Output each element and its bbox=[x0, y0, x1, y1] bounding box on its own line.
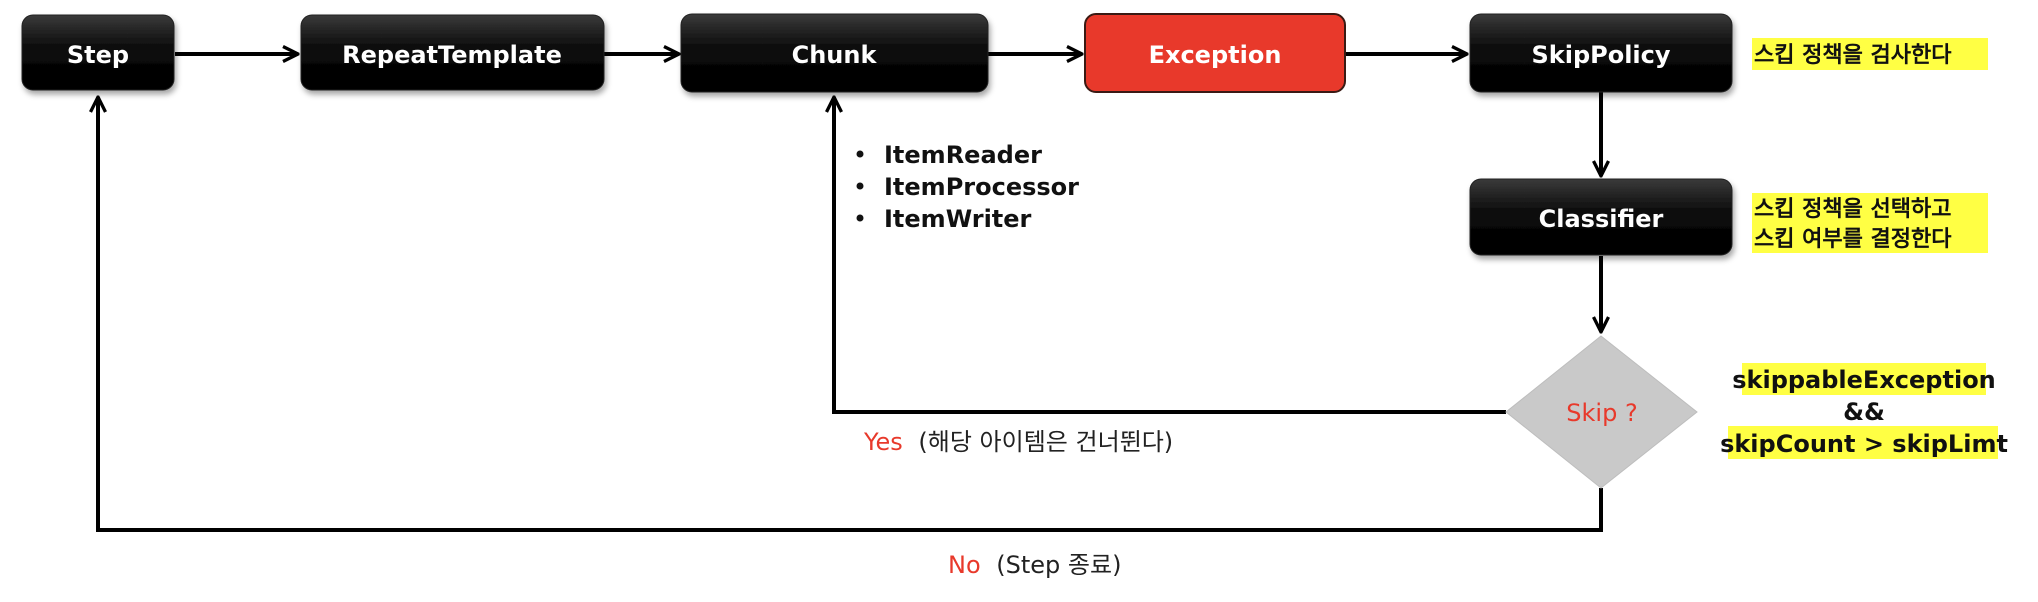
chunk-label: Chunk bbox=[792, 41, 878, 69]
arrow-yes-to-chunk bbox=[834, 97, 1506, 414]
condition-line3: skipCount > skipLimt bbox=[1720, 430, 2008, 458]
bullet bbox=[856, 214, 864, 222]
no-description: (Step 종료) bbox=[996, 551, 1121, 579]
bullet bbox=[856, 150, 864, 158]
classifier-box: Classifier bbox=[1469, 178, 1733, 256]
chunk-box: Chunk bbox=[680, 13, 989, 93]
no-branch-label: No (Step 종료) bbox=[948, 551, 1121, 579]
connectors bbox=[98, 54, 1603, 532]
repeat-template-box: RepeatTemplate bbox=[300, 14, 605, 91]
step-box: Step bbox=[21, 14, 175, 91]
skip-policy-note: 스킵 정책을 검사한다 bbox=[1752, 38, 1988, 70]
skip-condition-note: skippableException && skipCount > skipLi… bbox=[1720, 363, 2008, 459]
classifier-note-line1: 스킵 정책을 선택하고 bbox=[1754, 197, 1951, 222]
repeat-template-label: RepeatTemplate bbox=[342, 41, 562, 69]
condition-line1: skippableException bbox=[1732, 366, 1996, 394]
item-reader: ItemReader bbox=[884, 141, 1042, 169]
yes-branch-label: Yes (해당 아이템은 건너뛴다) bbox=[863, 428, 1173, 456]
exception-box: Exception bbox=[1084, 13, 1346, 93]
classifier-label: Classifier bbox=[1539, 205, 1664, 233]
item-writer: ItemWriter bbox=[884, 205, 1032, 233]
no-key: No bbox=[948, 551, 981, 579]
chunk-item-list: ItemReader ItemProcessor ItemWriter bbox=[856, 141, 1079, 233]
step-label: Step bbox=[67, 41, 129, 69]
skip-policy-note-text: 스킵 정책을 검사한다 bbox=[1754, 43, 1952, 68]
condition-line2: && bbox=[1843, 398, 1885, 426]
skip-decision: Skip ? bbox=[1505, 335, 1698, 489]
arrow-no-to-step bbox=[98, 97, 1603, 532]
yes-description: (해당 아이템은 건너뛴다) bbox=[918, 428, 1173, 456]
bullet bbox=[856, 182, 864, 190]
skip-policy-box: SkipPolicy bbox=[1469, 13, 1733, 93]
classifier-note: 스킵 정책을 선택하고 스킵 여부를 결정한다 bbox=[1752, 193, 1988, 253]
skip-decision-label: Skip ? bbox=[1566, 399, 1637, 427]
exception-label: Exception bbox=[1149, 41, 1282, 69]
classifier-note-line2: 스킵 여부를 결정한다 bbox=[1754, 227, 1952, 252]
item-processor: ItemProcessor bbox=[884, 173, 1079, 201]
skip-policy-label: SkipPolicy bbox=[1531, 41, 1670, 69]
yes-key: Yes bbox=[863, 428, 903, 456]
